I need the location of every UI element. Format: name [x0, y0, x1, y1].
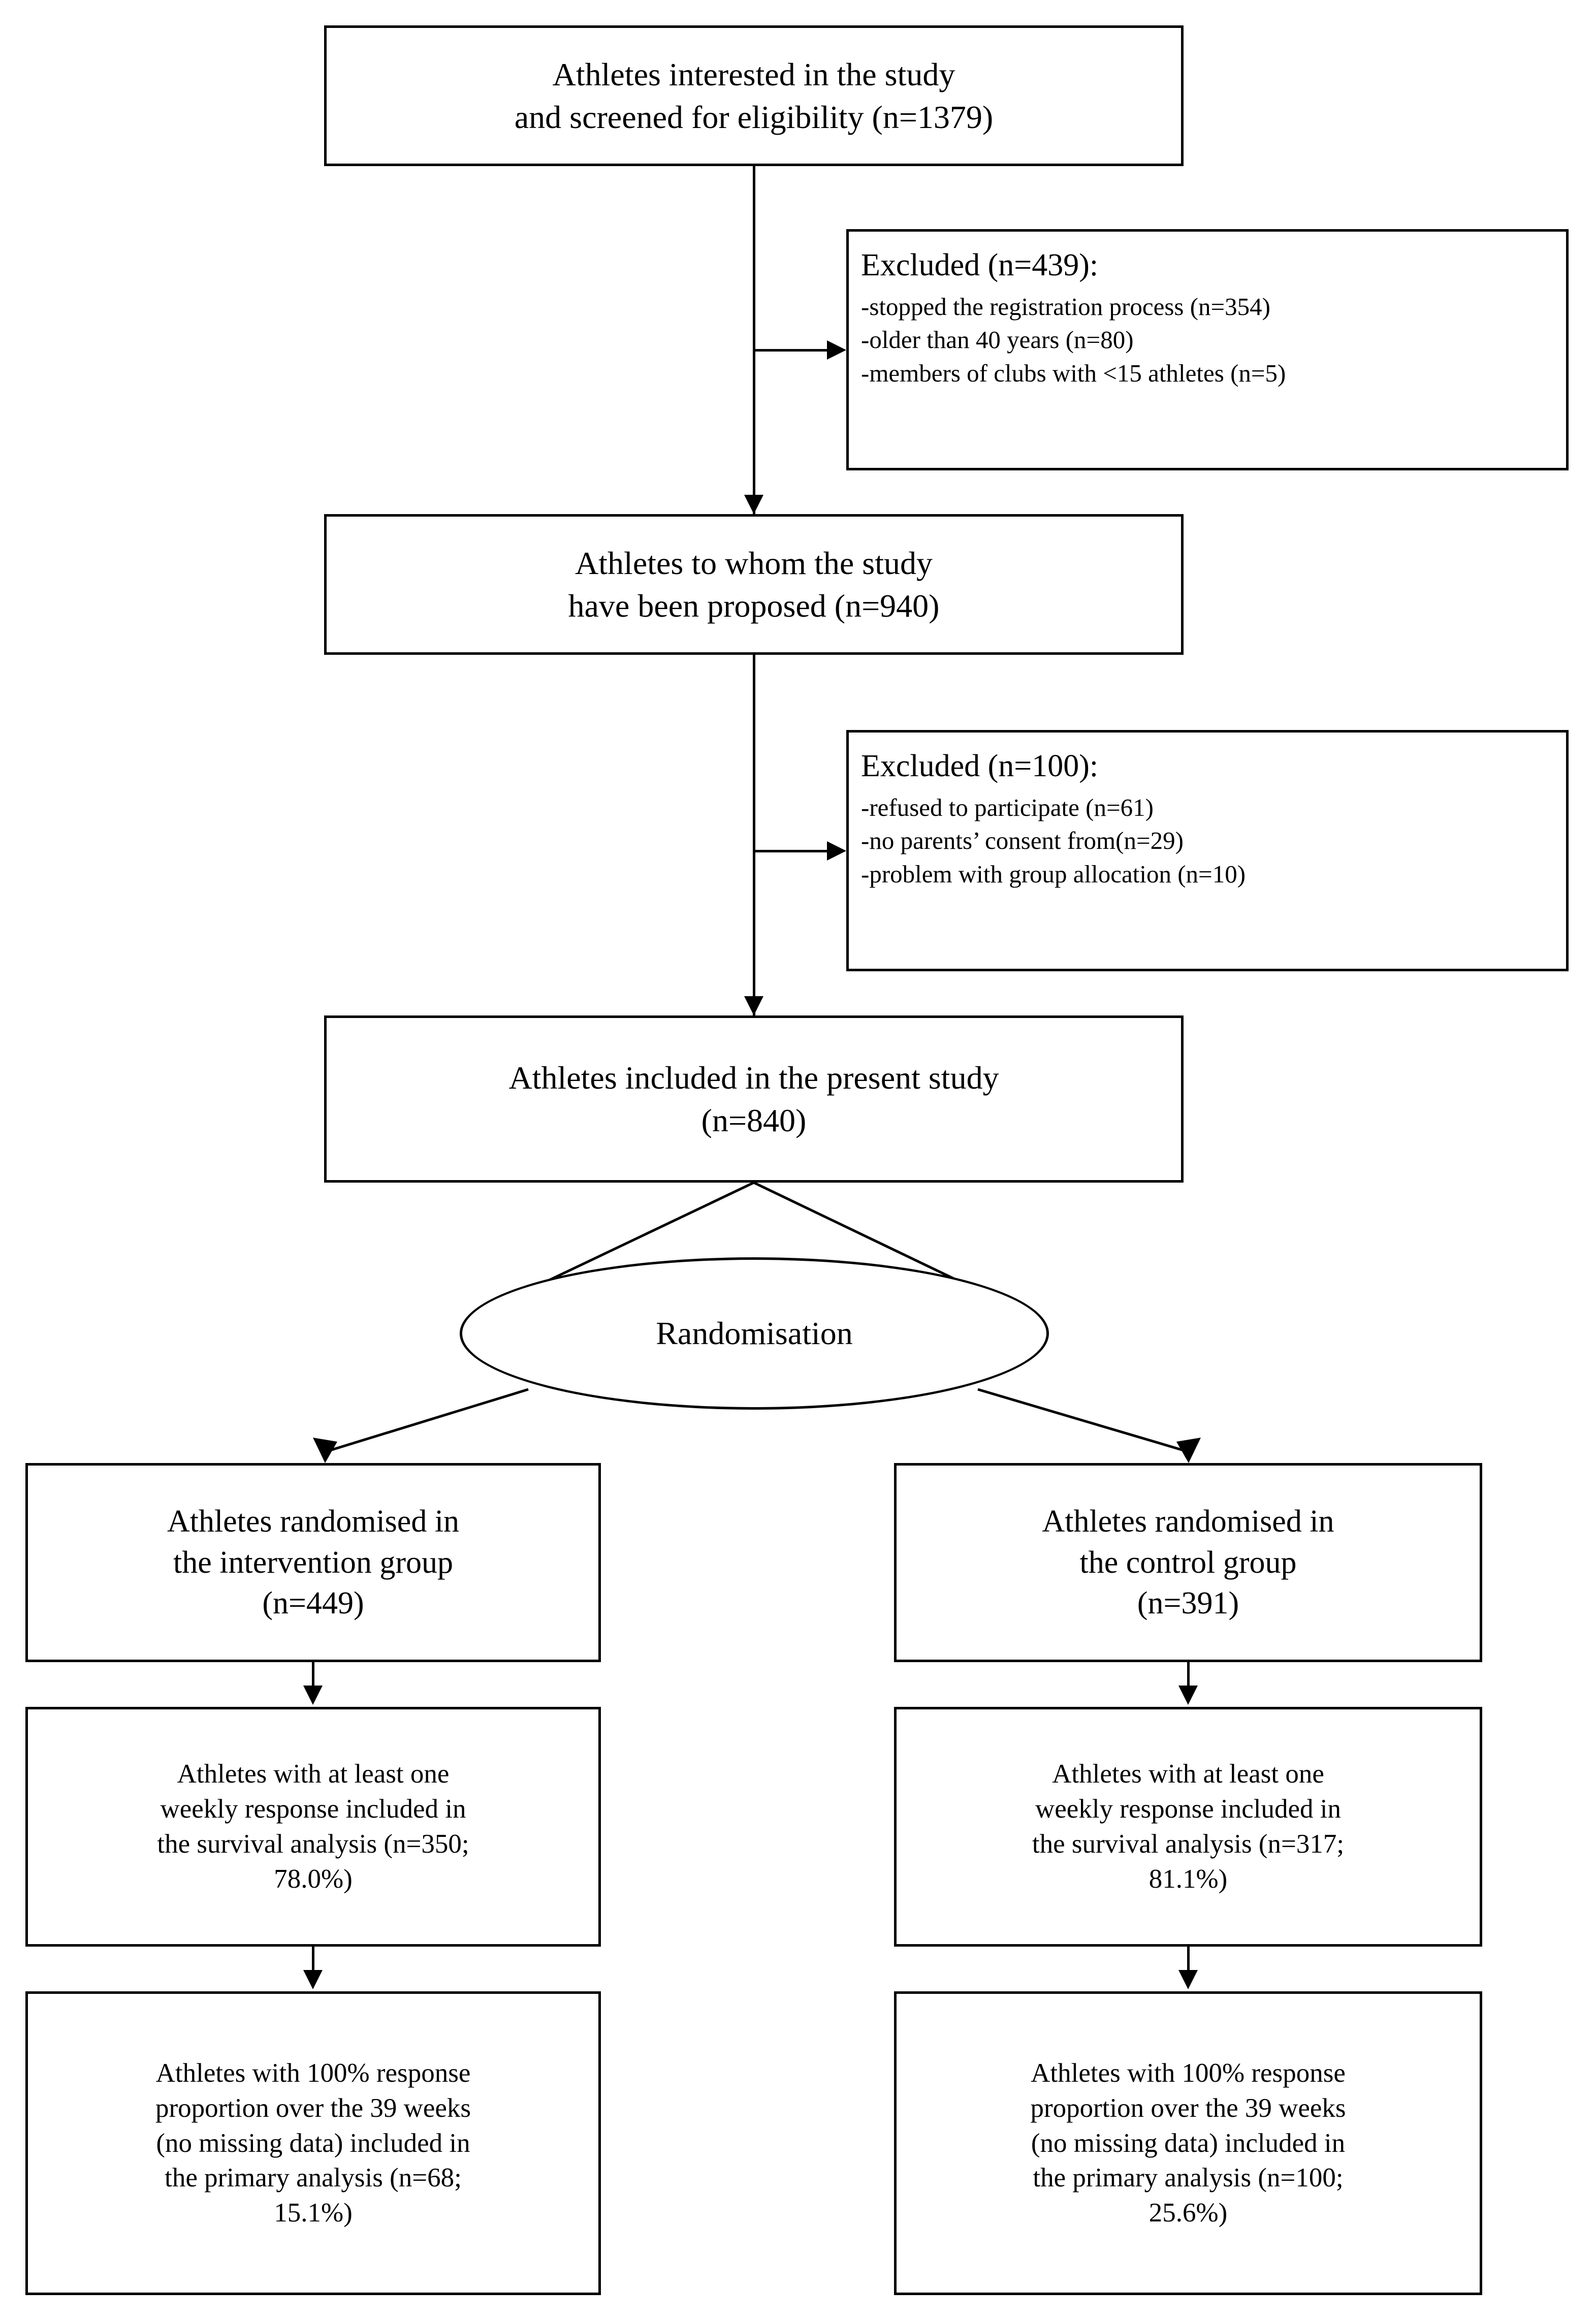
arrowhead-proposed — [744, 495, 763, 514]
arrowhead-excluded-1 — [827, 340, 846, 360]
node-control-primary-line1: Athletes with 100% response — [1031, 2058, 1346, 2088]
node-excluded-1-item-1: -stopped the registration process (n=354… — [861, 292, 1270, 321]
node-intervention-survival-line1: Athletes with at least one — [177, 1759, 450, 1789]
node-screened: Athletes interested in the study and scr… — [324, 25, 1184, 166]
arrowhead-intervention-primary — [303, 1970, 323, 1989]
arrowhead-included — [744, 996, 763, 1015]
node-intervention-survival-line3: the survival analysis (n=350; — [157, 1829, 469, 1859]
node-control-survival-line2: weekly response included in — [1035, 1794, 1341, 1824]
node-control-primary-line2: proportion over the 39 weeks — [1030, 2093, 1346, 2123]
connector-intervention-survival-to-primary — [312, 1947, 314, 1972]
node-screened-line1: Athletes interested in the study — [552, 56, 955, 93]
node-excluded-2: Excluded (n=100): -refused to participat… — [846, 730, 1569, 971]
node-intervention-survival: Athletes with at least one weekly respon… — [25, 1707, 601, 1947]
connector-intervention-alloc-to-survival — [312, 1662, 314, 1688]
node-excluded-1-item-3: -members of clubs with <15 athletes (n=5… — [861, 359, 1286, 387]
node-control-allocation-line1: Athletes randomised in — [1042, 1504, 1334, 1539]
node-excluded-1-title: Excluded (n=439): — [861, 248, 1099, 282]
node-intervention-primary-line2: proportion over the 39 weeks — [155, 2093, 471, 2123]
node-control-primary: Athletes with 100% response proportion o… — [894, 1991, 1482, 2295]
node-control-survival: Athletes with at least one weekly respon… — [894, 1707, 1482, 1947]
node-included-line2: (n=840) — [701, 1102, 807, 1138]
node-control-allocation-line2: the control group — [1079, 1545, 1297, 1580]
node-intervention-survival-line2: weekly response included in — [160, 1794, 466, 1824]
node-excluded-2-item-1: -refused to participate (n=61) — [861, 793, 1154, 821]
arrowhead-excluded-2 — [827, 841, 846, 861]
connector-to-excluded-1 — [753, 349, 829, 352]
connector-proposed-to-included — [753, 655, 755, 1015]
connector-control-survival-to-primary — [1187, 1947, 1190, 1972]
node-intervention-allocation-line3: (n=449) — [262, 1586, 364, 1621]
node-intervention-primary: Athletes with 100% response proportion o… — [25, 1991, 601, 2295]
arrowhead-control-primary — [1178, 1970, 1198, 1989]
connector-control-alloc-to-survival — [1187, 1662, 1190, 1688]
node-proposed-line2: have been proposed (n=940) — [568, 587, 940, 624]
node-excluded-2-item-2: -no parents’ consent from(n=29) — [861, 827, 1184, 855]
node-randomisation-label: Randomisation — [656, 1315, 853, 1351]
node-control-allocation: Athletes randomised in the control group… — [894, 1463, 1482, 1662]
node-excluded-1-item-2: -older than 40 years (n=80) — [861, 326, 1134, 354]
node-control-primary-line5: 25.6%) — [1148, 2198, 1228, 2228]
node-proposed: Athletes to whom the study have been pro… — [324, 514, 1184, 655]
node-intervention-allocation: Athletes randomised in the intervention … — [25, 1463, 601, 1662]
node-intervention-primary-line3: (no missing data) included in — [156, 2128, 470, 2158]
connector-to-excluded-2 — [753, 850, 829, 852]
node-control-survival-line4: 81.1%) — [1148, 1864, 1228, 1894]
connector-screened-to-proposed — [753, 166, 755, 514]
node-excluded-2-title: Excluded (n=100): — [861, 749, 1099, 783]
arrowhead-control-survival — [1178, 1686, 1198, 1705]
node-intervention-survival-line4: 78.0%) — [274, 1864, 353, 1894]
node-intervention-allocation-line1: Athletes randomised in — [167, 1504, 460, 1539]
node-control-primary-line3: (no missing data) included in — [1031, 2128, 1346, 2158]
node-intervention-allocation-line2: the intervention group — [173, 1545, 453, 1580]
node-screened-line2: and screened for eligibility (n=1379) — [514, 99, 994, 135]
node-proposed-line1: Athletes to whom the study — [575, 545, 933, 582]
node-excluded-2-item-3: -problem with group allocation (n=10) — [861, 860, 1246, 888]
node-control-primary-line4: the primary analysis (n=100; — [1033, 2163, 1344, 2193]
node-control-survival-line1: Athletes with at least one — [1052, 1759, 1324, 1789]
node-intervention-primary-line4: the primary analysis (n=68; — [165, 2163, 462, 2193]
node-intervention-primary-line1: Athletes with 100% response — [155, 2058, 471, 2088]
node-included-line1: Athletes included in the present study — [508, 1060, 999, 1096]
node-control-survival-line3: the survival analysis (n=317; — [1032, 1829, 1345, 1859]
node-excluded-1: Excluded (n=439): -stopped the registrat… — [846, 229, 1569, 470]
node-intervention-primary-line5: 15.1%) — [274, 2198, 353, 2228]
node-randomisation: Randomisation — [460, 1257, 1049, 1410]
node-included: Athletes included in the present study (… — [324, 1015, 1184, 1183]
node-control-allocation-line3: (n=391) — [1137, 1586, 1239, 1621]
arrowhead-intervention-survival — [303, 1686, 323, 1705]
